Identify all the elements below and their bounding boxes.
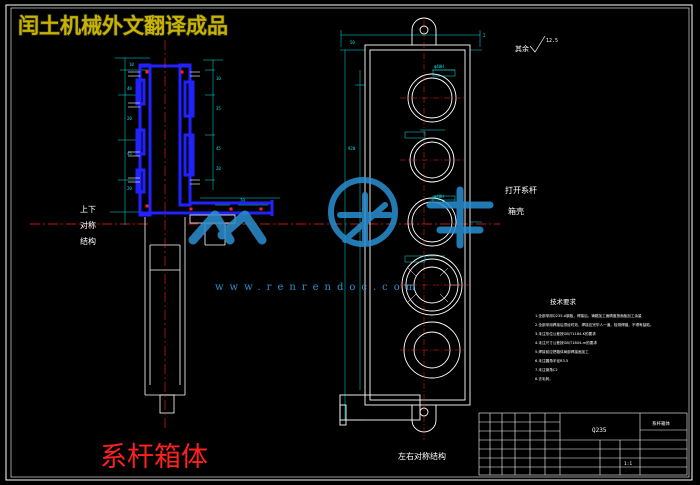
svg-text:10: 10 bbox=[129, 62, 134, 67]
tech-req-item-3: 3.未注形位公差按GB/T1184-K的要求 bbox=[535, 331, 596, 336]
svg-text:2: 2 bbox=[483, 33, 486, 38]
svg-text:φ40H: φ40H bbox=[434, 64, 444, 69]
svg-text:50: 50 bbox=[350, 40, 355, 45]
left-label-1: 上下 bbox=[80, 205, 96, 214]
tech-req-item-1: 1.全部采用Q235-A钢板，焊接后，铸箱加工面精度按面板加工余量 bbox=[535, 313, 642, 318]
svg-text:20: 20 bbox=[127, 116, 132, 121]
svg-text:45: 45 bbox=[127, 151, 132, 156]
sheet-border bbox=[5, 4, 693, 481]
title-block-part-name: 系杆箱体 bbox=[652, 420, 670, 427]
title-block-scale: 1:1 bbox=[624, 461, 632, 467]
svg-text:12.5: 12.5 bbox=[546, 38, 558, 44]
bottom-view-label: 左右对称结构 bbox=[398, 451, 446, 461]
svg-text:20: 20 bbox=[127, 186, 132, 191]
tech-req-item-5: 5.焊接前应把箱体局部焊接面加工 bbox=[535, 349, 589, 354]
header-title: 闰土机械外文翻译成品 bbox=[18, 14, 228, 38]
svg-text:920: 920 bbox=[348, 146, 356, 151]
sheet-inner-border bbox=[10, 7, 690, 478]
tech-req-item-8: 8.去毛刺。 bbox=[535, 376, 553, 381]
left-labels: 上下 对称 结构 bbox=[80, 205, 96, 246]
roughness-label: 其余 bbox=[515, 44, 529, 53]
left-section-view: 10 40 20 45 20 10 35 45 20 20 bbox=[110, 40, 280, 430]
tech-req-item-6: 6.未注圆角半径R3.5 bbox=[535, 358, 568, 363]
technical-requirements: 技术要求 1.全部采用Q235-A钢板，焊接后，铸箱加工面精度按面板加工余量 2… bbox=[535, 297, 653, 381]
svg-text:40: 40 bbox=[127, 86, 132, 91]
roughness-symbol bbox=[529, 35, 546, 53]
svg-text:45: 45 bbox=[216, 146, 221, 151]
right-front-view: 50 2 920 φ40H φ40H bbox=[339, 17, 558, 440]
right-labels: 打开系杆 箱壳 bbox=[505, 185, 537, 216]
tech-req-item-4: 4.未注尺寸公差按GB/T1804-m的要求 bbox=[535, 340, 597, 345]
drawing-name: 系杆箱体 bbox=[100, 442, 208, 473]
tech-req-item-2: 2.全部采用焊接后须经时效，焊接应完毕人一道，检测焊缝，不得有缺陷。 bbox=[535, 322, 653, 327]
right-label-1: 打开系杆 bbox=[505, 185, 537, 195]
svg-text:10: 10 bbox=[216, 76, 221, 81]
svg-text:35: 35 bbox=[216, 106, 221, 111]
left-label-2: 对称 bbox=[80, 220, 96, 230]
tech-req-heading: 技术要求 bbox=[550, 297, 577, 306]
right-label-2: 箱壳 bbox=[508, 206, 524, 216]
title-block-material: Q235 bbox=[592, 427, 607, 434]
watermark-logo bbox=[188, 177, 494, 249]
svg-text:φ40H: φ40H bbox=[434, 194, 444, 199]
watermark-url: www.renrendoc.com bbox=[215, 282, 421, 293]
title-block bbox=[478, 412, 688, 476]
left-label-3: 结构 bbox=[80, 236, 96, 246]
svg-text:20: 20 bbox=[240, 198, 245, 203]
tech-req-item-7: 7.未注倒角C2 bbox=[535, 367, 558, 372]
svg-text:20: 20 bbox=[216, 166, 221, 171]
